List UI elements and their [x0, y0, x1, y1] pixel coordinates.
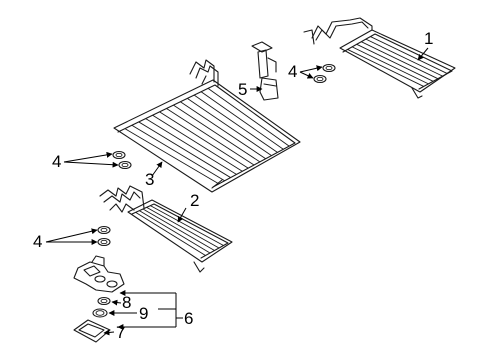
cooler-part-2 [99, 185, 233, 273]
cooler-tube [142, 208, 215, 251]
cooler-tube [166, 108, 255, 166]
callout-6: 6 [184, 309, 193, 328]
cooler-tube [361, 41, 439, 80]
cooler-tube [131, 124, 225, 182]
gasket-part-7 [73, 319, 111, 343]
callout-4-upper: 4 [288, 62, 297, 81]
callout-5: 5 [238, 80, 247, 99]
callout-2: 2 [190, 191, 199, 210]
cooler-tube [159, 111, 249, 169]
cooler-tube [139, 210, 211, 254]
callout-1: 1 [424, 29, 433, 48]
adapter-part-6 [73, 255, 125, 293]
cooler-tube [351, 46, 429, 85]
callout-4-middle: 4 [52, 152, 61, 171]
seal-part-9 [92, 308, 108, 318]
callout-8: 8 [122, 293, 131, 312]
cooler-tube [180, 101, 266, 160]
cooler-part-1 [303, 17, 456, 99]
washers-4-middle [112, 150, 132, 170]
cooler-tube [200, 91, 284, 150]
washers-4-upper [313, 63, 336, 84]
cooler-tube [124, 128, 220, 185]
cooler-tube [365, 38, 443, 77]
cooler-tube [138, 121, 231, 178]
callout-7: 7 [116, 323, 125, 342]
leader-lines [45, 47, 429, 336]
cooler-tube [145, 118, 237, 175]
sensor-part-5 [251, 41, 279, 101]
cooler-tube [193, 94, 278, 153]
callout-3: 3 [145, 170, 154, 189]
cooler-tube [356, 43, 434, 82]
cooler-tube [173, 104, 261, 163]
cooler-tube [146, 206, 220, 249]
cooler-tube [152, 114, 243, 172]
cooler-tube [207, 87, 290, 147]
cooler-part-3 [113, 59, 301, 193]
callout-9: 9 [139, 304, 148, 323]
cooler-tube [135, 211, 206, 256]
washers-4-lower [97, 225, 111, 247]
seal-part-8 [97, 296, 111, 306]
cooler-tube [347, 49, 424, 87]
cooler-tube [150, 205, 224, 246]
cooler-tube [370, 36, 448, 74]
cooler-tube [187, 98, 272, 156]
callout-4-lower: 4 [33, 232, 42, 251]
